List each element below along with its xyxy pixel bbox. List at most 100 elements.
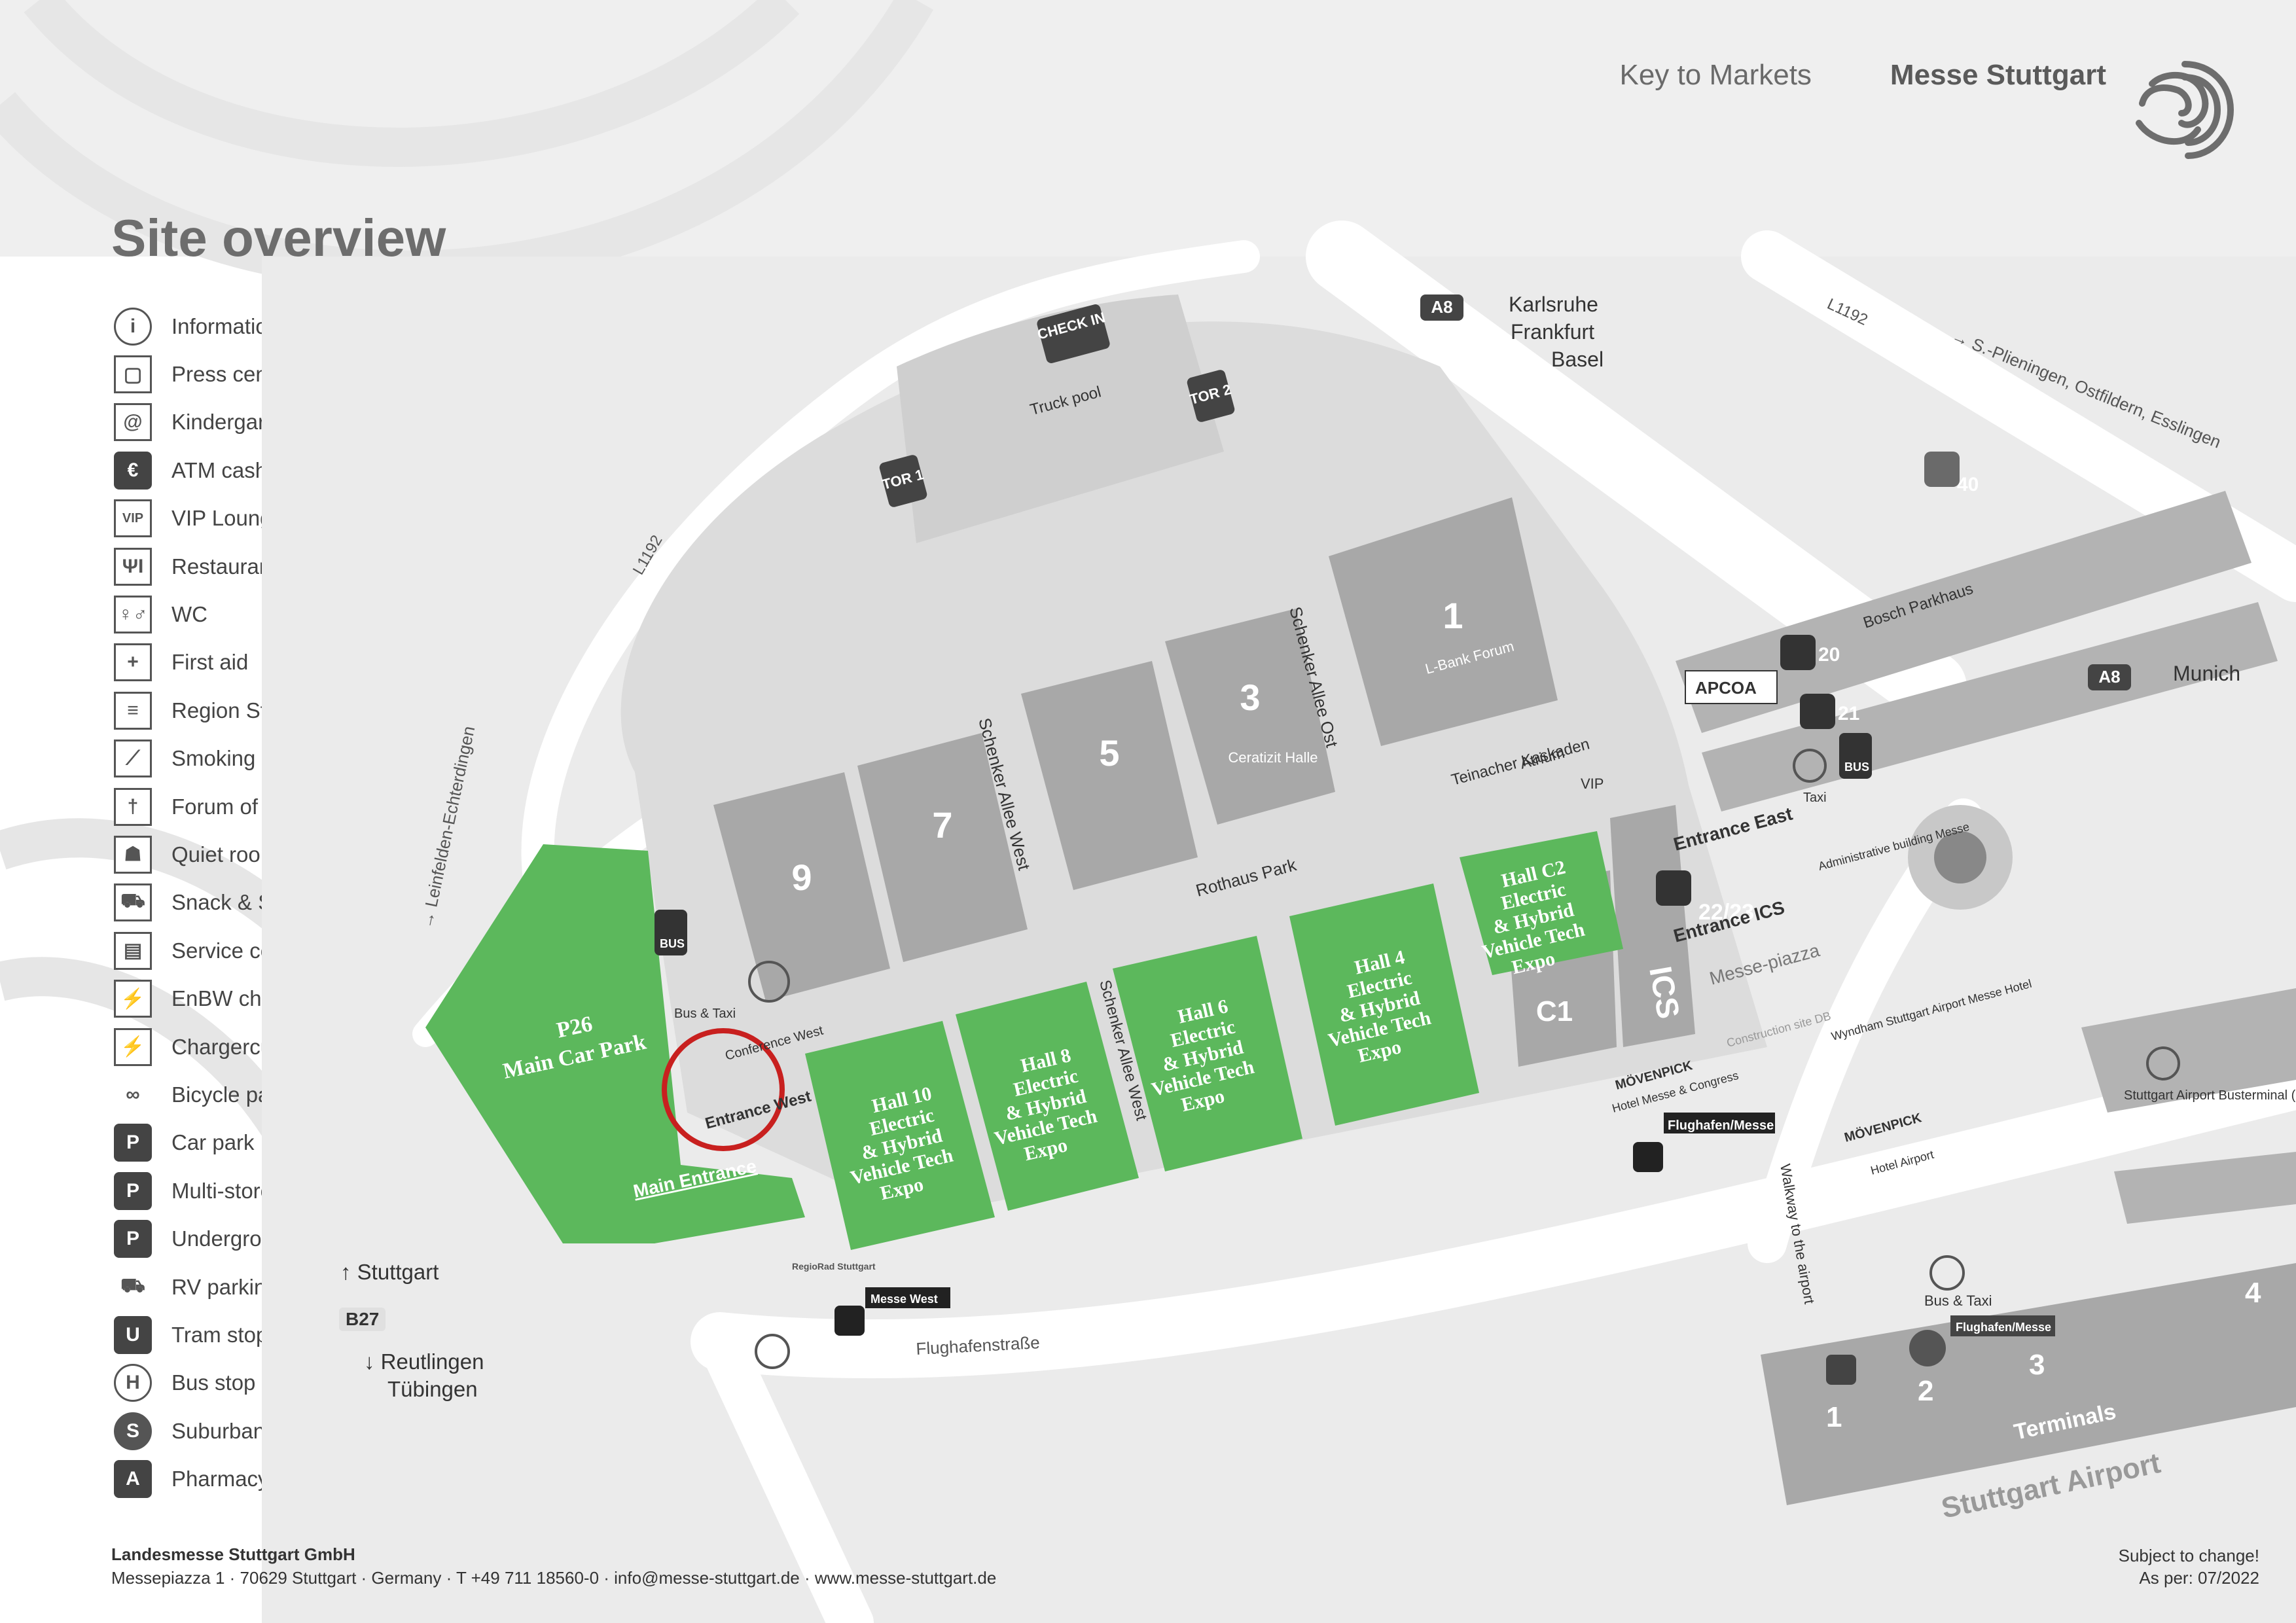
messe-west-label: Messe West <box>870 1293 938 1306</box>
bus-stop-icon-sab <box>2146 1046 2180 1080</box>
wc-icon: ♀♂ <box>114 596 152 634</box>
s-badge <box>1909 1330 1946 1366</box>
tor2-badge <box>1187 370 1235 422</box>
a8-badge-west <box>1420 294 1463 321</box>
legend-label: WC <box>171 602 207 627</box>
brand-bar: Key to Markets Messe Stuttgart <box>1619 52 2106 98</box>
u-badge-east <box>1633 1142 1663 1172</box>
hall-3-number: 3 <box>1240 677 1260 718</box>
hall-1-number: 1 <box>1443 595 1463 636</box>
vip-label: VIP <box>1581 776 1604 792</box>
footer-note-2: As per: 07/2022 <box>2139 1568 2259 1588</box>
hall-4 <box>1289 883 1479 1126</box>
charging-icon: ⚡ <box>114 980 152 1018</box>
legend-label: Car park <box>171 1130 255 1155</box>
hall-c2 <box>1460 831 1623 975</box>
ceratizit-label: Ceratizit Halle <box>1229 749 1318 766</box>
terminal-2: 2 <box>1918 1375 1933 1407</box>
p20-text: 20 <box>1818 644 1840 666</box>
flughafen-label-bg <box>1664 1113 1775 1133</box>
train-icon: S <box>114 1412 152 1450</box>
legend-label: RV parking <box>171 1274 278 1299</box>
a8-badge-east <box>2088 664 2131 690</box>
hall-8 <box>956 982 1139 1211</box>
p21-text: 21 <box>1838 703 1859 724</box>
terminal-3: 3 <box>2029 1349 2045 1381</box>
first-aid-icon: + <box>114 643 152 682</box>
church-icon: † <box>114 787 152 826</box>
truck-pool <box>897 294 1224 543</box>
bus-p-badge <box>655 910 687 955</box>
bus-p-badge-east <box>1839 733 1872 779</box>
bus-icon: H <box>114 1364 152 1402</box>
busterminal-label: Stuttgart Airport Busterminal (SAB) <box>2124 1088 2296 1103</box>
bus-stop-icon-taxi <box>1793 749 1827 783</box>
green-halls <box>425 831 1623 1250</box>
badges <box>655 294 2180 1385</box>
bus-taxi-airport-label: Bus & Taxi <box>1924 1293 1992 1309</box>
terminals-block <box>1761 1263 2296 1505</box>
terminal-1: 1 <box>1826 1401 1842 1433</box>
a8-east-label: A8 <box>2098 667 2120 687</box>
flughafen-s-label-bg <box>1950 1315 2055 1336</box>
vip-icon: VIP <box>114 499 152 538</box>
u-badge-west <box>834 1306 865 1336</box>
legend-label: Quiet room <box>171 842 279 866</box>
bus-stop-icon-airport <box>1929 1255 1965 1291</box>
b27-badge: B27 <box>339 1308 386 1331</box>
footer-note-1: Subject to change! <box>2118 1546 2259 1565</box>
tuebingen-label: Tübingen <box>387 1377 478 1401</box>
hall-6 <box>1113 936 1302 1171</box>
p40-text: 40 <box>1957 474 1979 495</box>
hall-3 <box>1165 609 1335 825</box>
restaurant-icon: ΨΙ <box>114 547 152 586</box>
taxi-label: Taxi <box>1803 791 1827 805</box>
messe-logo-icon <box>2136 61 2234 159</box>
service-icon: ▤ <box>114 931 152 970</box>
airport-block <box>2114 1152 2296 1224</box>
quiet-room-icon: ☗ <box>114 835 152 874</box>
legend-item: ⛟RV parking <box>114 1263 480 1311</box>
munich-label: Munich <box>2173 662 2240 685</box>
bus-text: BUS <box>660 937 685 950</box>
busterminal-block <box>2081 988 2296 1113</box>
apcoa-label: APCOA <box>1695 678 1757 698</box>
legend-item: ☗ Quiet room <box>114 830 480 878</box>
smoking-icon: ⟋ <box>114 740 152 778</box>
pharmacy-icon: A <box>114 1460 152 1499</box>
stuttgart-label: Stuttgart <box>357 1260 439 1284</box>
hall-ics <box>1610 805 1695 1047</box>
legend-item: ♀♂ WC <box>114 590 480 638</box>
hall-5 <box>1021 661 1198 890</box>
reutlingen-label: Reutlingen <box>380 1349 484 1374</box>
pharmacy-badge <box>1826 1355 1856 1385</box>
p2223-text: 22/23 <box>1698 900 1754 925</box>
underground-icon: P <box>114 1220 152 1258</box>
grey-halls <box>713 497 1695 1067</box>
info-icon: i <box>114 307 152 346</box>
chargercube-icon: ⚡ <box>114 1027 152 1066</box>
a8-west-label: A8 <box>1431 297 1452 317</box>
legend-label: Information <box>171 313 280 338</box>
frankfurt-label: Frankfurt <box>1511 320 1594 344</box>
flughafen-messe-s-label: Flughafen/Messe <box>1956 1321 2051 1334</box>
footer-company: Landesmesse Stuttgart GmbH <box>111 1544 355 1564</box>
p21-badge <box>1800 694 1835 729</box>
shop-icon: ⛟ <box>114 883 152 922</box>
bosch-parkhaus <box>1676 491 2251 733</box>
p20-badge <box>1780 635 1816 670</box>
check-in-badge <box>1037 304 1110 363</box>
brand-name: Messe Stuttgart <box>1890 59 2106 91</box>
apcoa-badge <box>1685 670 1778 704</box>
footer-note: Subject to change! As per: 07/2022 <box>2119 1544 2259 1589</box>
multi-storey-icon: P <box>114 1171 152 1210</box>
legend-item: +First aid <box>114 639 480 687</box>
p26-main-car-park <box>425 844 805 1243</box>
atm-icon: € <box>114 451 152 490</box>
bus-stop-icon-west <box>748 961 790 1003</box>
